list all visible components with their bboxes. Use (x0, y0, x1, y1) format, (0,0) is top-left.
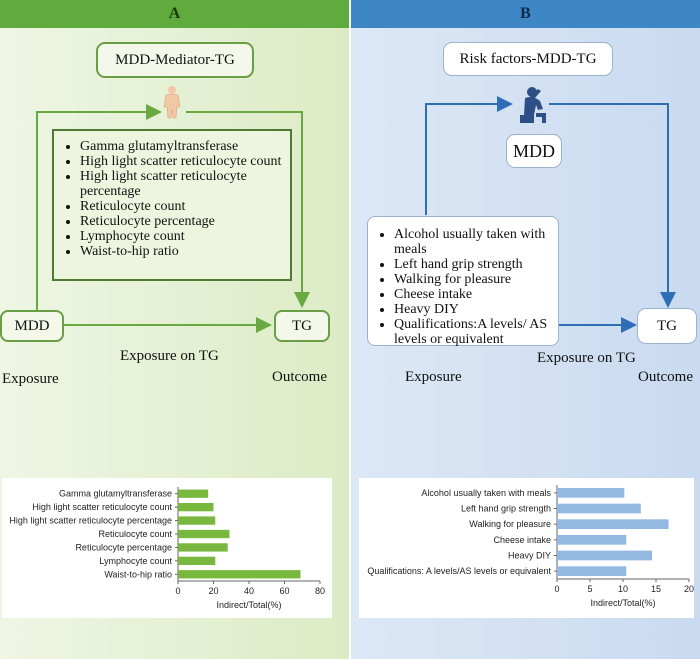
bar (557, 503, 641, 514)
mediator-list-box: Gamma glutamyltransferase High light sca… (52, 129, 292, 281)
list-item: High light scatter reticulocyte count (80, 154, 290, 169)
mediator-mdd-box: MDD (506, 134, 562, 168)
y-tick-label: High light scatter reticulocyte count (32, 502, 172, 512)
panel-b: B Risk factors-MDD-TG MDD Alcohol usuall… (351, 0, 700, 659)
y-tick-label: Heavy DIY (508, 551, 551, 561)
mediator-model-title-text: MDD-Mediator-TG (115, 51, 235, 68)
bar (178, 529, 230, 539)
risk-model-title: Risk factors-MDD-TG (443, 42, 613, 76)
panel-b-header: B (351, 0, 700, 28)
y-tick-label: Waist-to-hip ratio (104, 569, 172, 579)
path-exposure-to-mediator (36, 104, 162, 312)
bar (557, 519, 669, 530)
panel-a: A MDD-Mediator-TG Gamma glutamyltransfer… (0, 0, 349, 659)
list-item: Walking for pleasure (394, 272, 558, 287)
list-item: Gamma glutamyltransferase (80, 139, 290, 154)
list-item: Heavy DIY (394, 302, 558, 317)
outcome-label-b: Outcome (638, 369, 693, 385)
x-tick-label: 20 (684, 584, 694, 594)
y-tick-label: Gamma glutamyltransferase (59, 489, 172, 499)
x-tick-label: 20 (208, 586, 218, 596)
x-tick-label: 0 (175, 586, 180, 596)
risk-factor-list-box: Alcohol usually taken with meals Left ha… (367, 216, 559, 347)
exposure-mdd-text: MDD (14, 317, 50, 334)
path-mdd-to-outcome (549, 103, 676, 308)
y-tick-label: Qualifications: A levels/AS levels or eq… (367, 566, 551, 576)
y-tick-label: Alcohol usually taken with meals (421, 488, 551, 498)
x-tick-label: 0 (554, 584, 559, 594)
list-item: Qualifications:A levels/ AS levels or eq… (394, 317, 558, 347)
outcome-tg-box-b: TG (637, 308, 697, 344)
x-tick-label: 60 (279, 586, 289, 596)
bar (178, 516, 216, 525)
panel-a-header: A (0, 0, 349, 28)
x-tick-label: 80 (315, 586, 325, 596)
depressed-person-icon (516, 85, 552, 125)
exposure-label-b: Exposure (405, 369, 462, 385)
bar (557, 487, 625, 498)
outcome-label: Outcome (272, 369, 327, 385)
list-item: Reticulocyte count (80, 199, 290, 214)
bar (178, 502, 214, 512)
y-tick-label: Reticulocyte count (98, 529, 172, 539)
bar (557, 550, 653, 561)
exposure-on-tg-label: Exposure on TG (120, 348, 219, 364)
list-item: High light scatter reticulocyte percenta… (80, 169, 290, 199)
y-tick-label: Left hand grip strength (461, 504, 551, 514)
list-item: Waist-to-hip ratio (80, 244, 290, 259)
mediator-list: Gamma glutamyltransferase High light sca… (54, 139, 290, 259)
list-item: Cheese intake (394, 287, 558, 302)
x-axis-label: Indirect/Total(%) (216, 600, 281, 610)
y-tick-label: High light scatter reticulocyte percenta… (9, 516, 172, 526)
x-tick-label: 15 (651, 584, 661, 594)
x-tick-label: 40 (244, 586, 254, 596)
bar (557, 534, 627, 545)
risk-model-title-text: Risk factors-MDD-TG (459, 50, 597, 67)
bar (178, 489, 209, 498)
mediator-mdd-text: MDD (512, 140, 555, 161)
panel-a-arrows (36, 104, 310, 333)
y-tick-label: Walking for pleasure (469, 519, 551, 529)
outcome-tg-box: TG (274, 310, 330, 342)
outcome-tg-text-b: TG (657, 317, 677, 334)
x-axis-label: Indirect/Total(%) (590, 598, 655, 608)
list-item: Alcohol usually taken with meals (394, 227, 558, 257)
risk-factor-list: Alcohol usually taken with meals Left ha… (368, 227, 558, 347)
mediator-model-title: MDD-Mediator-TG (96, 42, 254, 78)
x-tick-label: 5 (587, 584, 592, 594)
bar (178, 556, 216, 566)
path-risk-to-mdd (425, 96, 513, 215)
human-body-icon (160, 85, 184, 119)
outcome-tg-text: TG (292, 317, 312, 334)
exposure-mdd-box: MDD (0, 310, 64, 342)
exposure-label: Exposure (2, 371, 59, 387)
x-tick-label: 10 (618, 584, 628, 594)
bar (557, 566, 627, 577)
list-item: Left hand grip strength (394, 257, 558, 272)
list-item: Lymphocyte count (80, 229, 290, 244)
list-item: Reticulocyte percentage (80, 214, 290, 229)
y-tick-label: Cheese intake (493, 535, 551, 545)
y-tick-label: Reticulocyte percentage (75, 542, 172, 552)
path-mediator-to-outcome (186, 111, 310, 308)
y-tick-label: Lymphocyte count (99, 556, 172, 566)
panel-b-arrows (425, 96, 676, 333)
exposure-on-tg-label-b: Exposure on TG (537, 350, 636, 366)
bar (178, 570, 301, 579)
bar (178, 543, 228, 552)
